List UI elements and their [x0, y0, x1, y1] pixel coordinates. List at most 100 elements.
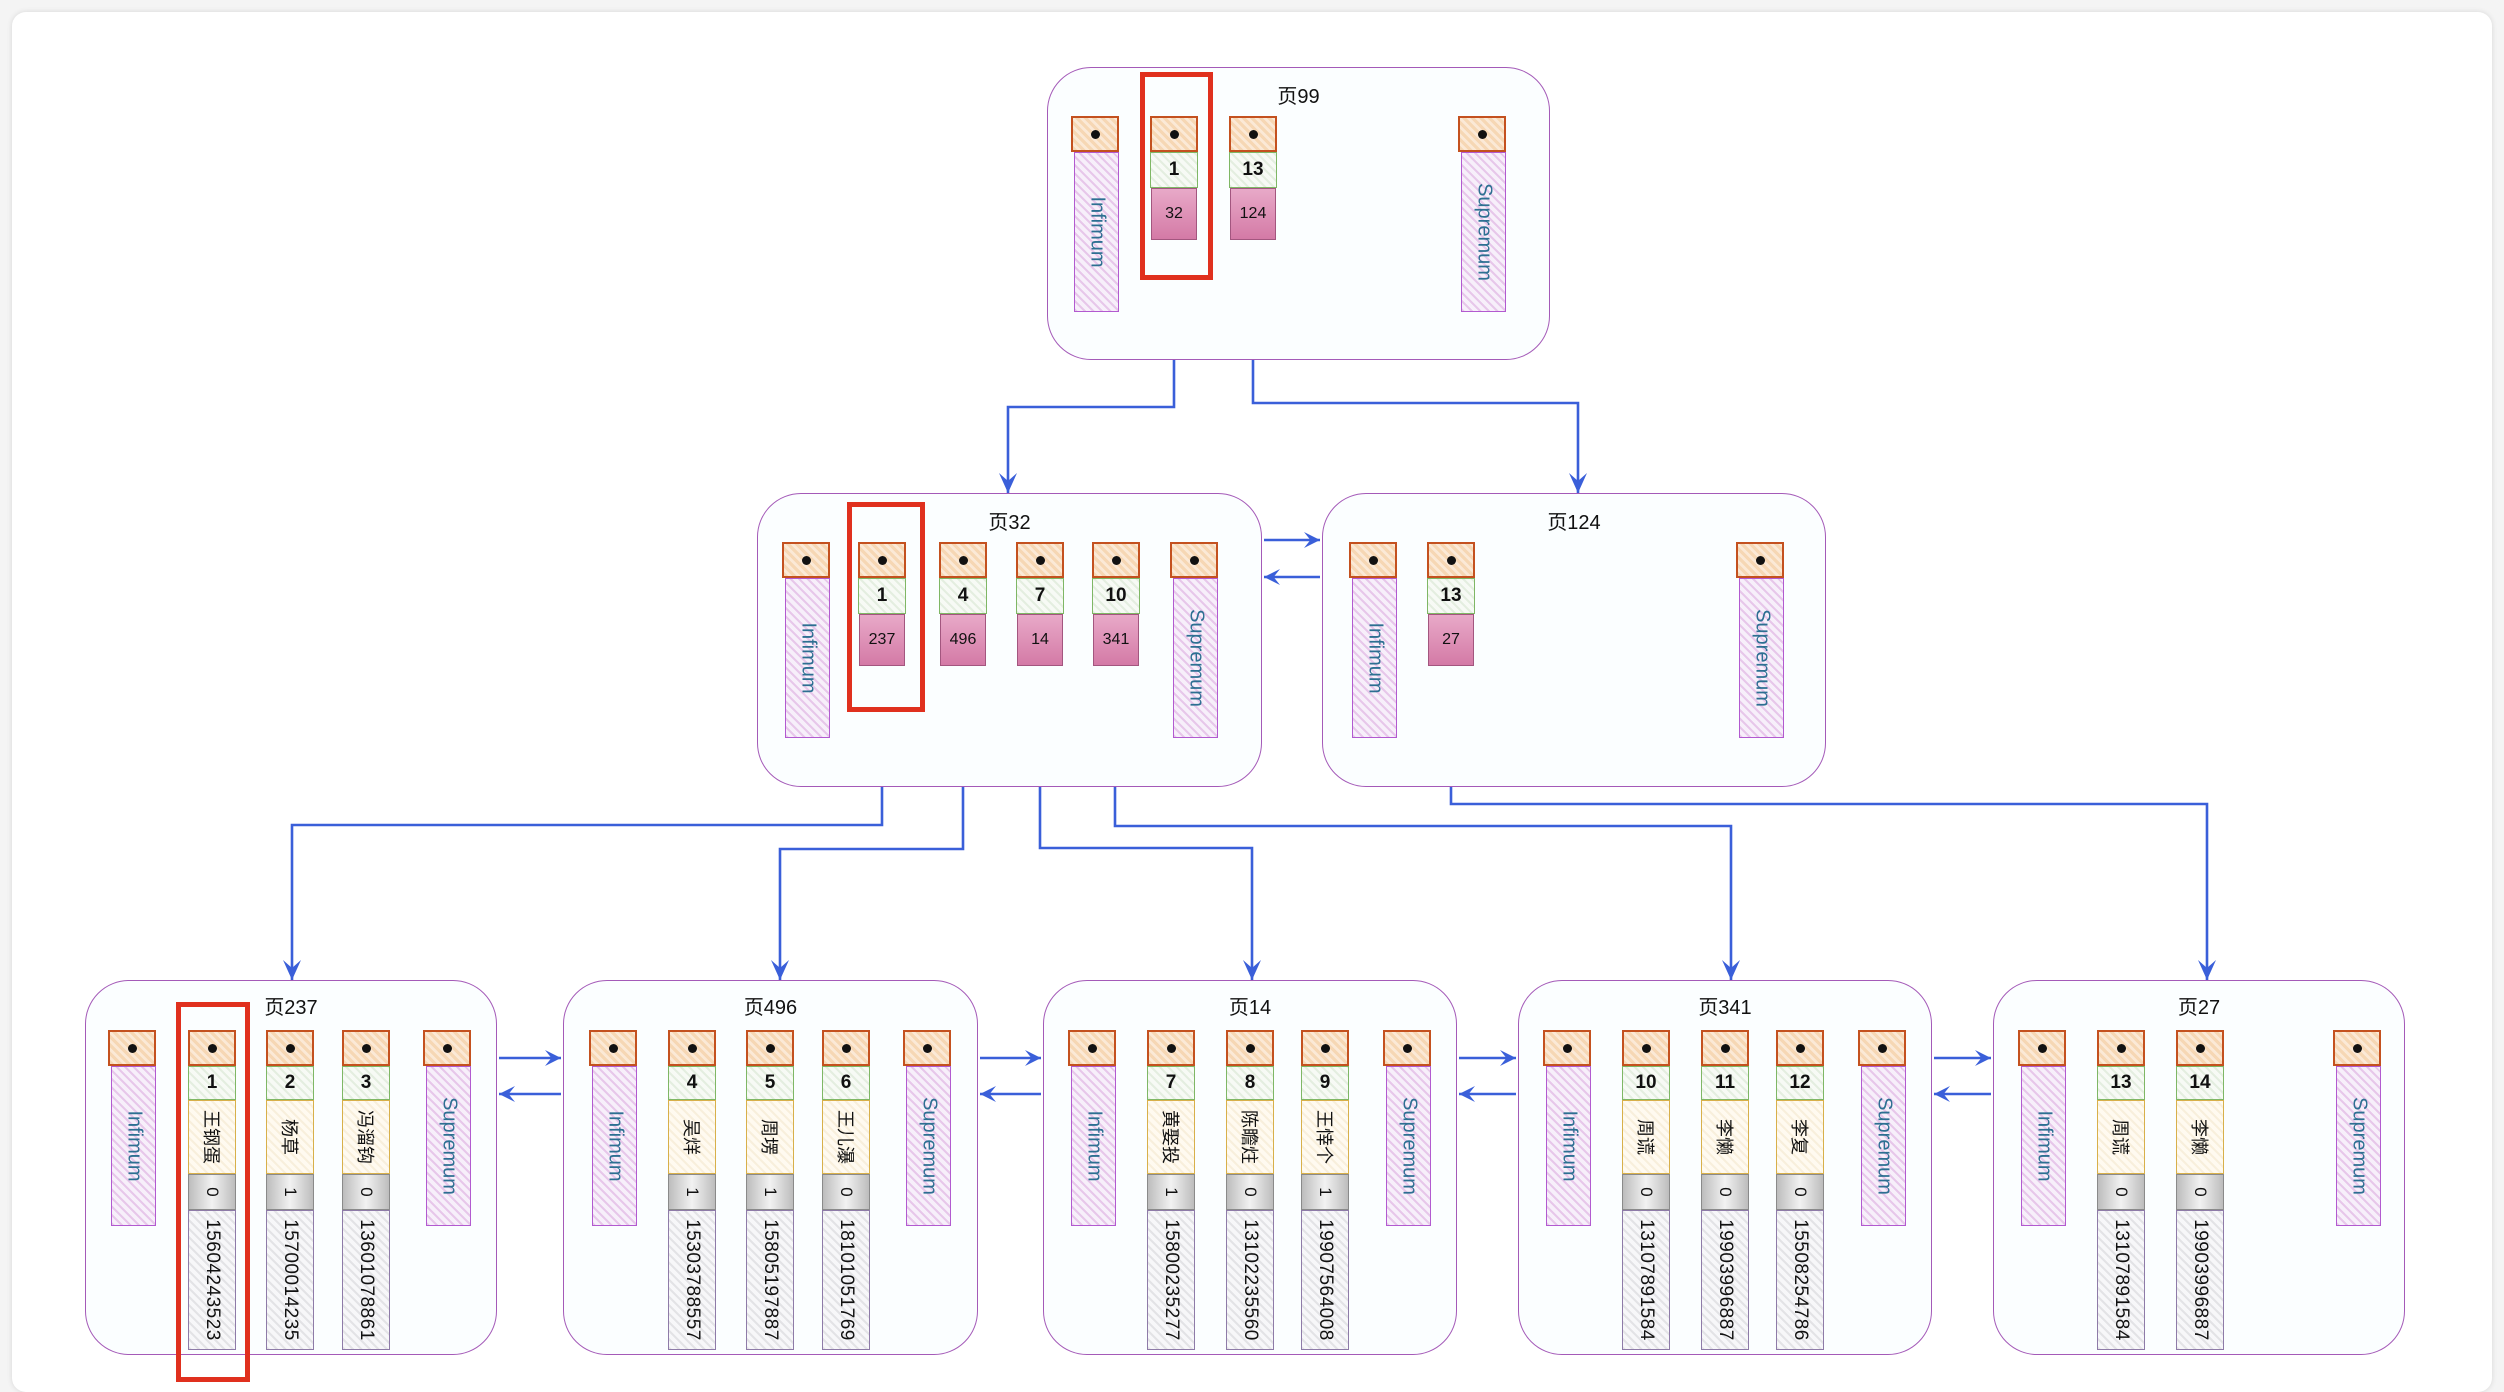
pointer-dot-icon — [1477, 129, 1487, 139]
record-key-text: 4 — [957, 585, 969, 606]
record-key: 7 — [1147, 1066, 1195, 1100]
supremum-record: Supremum — [906, 1066, 951, 1226]
record-phone: 13601078861 — [342, 1210, 390, 1350]
pointer-dot-icon — [1035, 555, 1045, 565]
child-page-number: 341 — [1102, 631, 1130, 648]
pointer-dot-icon — [2195, 1043, 2205, 1053]
record-name-text: 李懒 — [2189, 1119, 2209, 1155]
pointer-dot-icon — [765, 1043, 775, 1053]
record-key: 10 — [1092, 578, 1140, 614]
arrowhead-icon — [1934, 1086, 1950, 1102]
record-flag-text: 1 — [1316, 1187, 1335, 1197]
pointer-dot-icon — [877, 555, 887, 565]
record-key-text: 6 — [840, 1072, 852, 1093]
record-key: 8 — [1226, 1066, 1274, 1100]
record-key-text: 2 — [284, 1072, 296, 1093]
pointer-dot-icon — [1245, 1043, 1255, 1053]
record-name: 王钢蛋 — [188, 1100, 236, 1174]
record-key-text: 5 — [764, 1072, 776, 1093]
pointer-dot-icon — [1248, 129, 1258, 139]
record-key-text: 8 — [1244, 1072, 1256, 1093]
record-key-text: 13 — [1440, 585, 1462, 606]
child-page-number: 14 — [1031, 631, 1049, 648]
supremum-pointer — [1383, 1030, 1431, 1066]
page-title: 页124 — [1323, 506, 1825, 535]
child-page-number: 124 — [1239, 205, 1267, 222]
record-pointer — [668, 1030, 716, 1066]
record-phone: 15303788557 — [668, 1210, 716, 1350]
pointer-dot-icon — [608, 1043, 618, 1053]
record-key: 11 — [1701, 1066, 1749, 1100]
record-pointer — [1150, 116, 1198, 152]
record-key-text: 7 — [1034, 585, 1046, 606]
record-pointer — [1092, 542, 1140, 578]
record-pointer — [858, 542, 906, 578]
record-pointer — [2097, 1030, 2145, 1066]
record-key-text: 9 — [1319, 1072, 1331, 1093]
pointer-dot-icon — [687, 1043, 697, 1053]
pointer-dot-icon — [1090, 129, 1100, 139]
record-delete-flag: 1 — [668, 1174, 716, 1210]
page-title-text: 页27 — [2177, 997, 2221, 1019]
record-pointer — [746, 1030, 794, 1066]
infimum-label: Infimum — [604, 1110, 626, 1182]
infimum-label: Infimum — [1558, 1110, 1580, 1182]
pointer-dot-icon — [1320, 1043, 1330, 1053]
pointer-dot-icon — [1720, 1043, 1730, 1053]
pointer-dot-icon — [207, 1043, 217, 1053]
pointer-dot-icon — [2116, 1043, 2126, 1053]
supremum-label: Supremum — [918, 1097, 940, 1195]
supremum-label: Supremum — [1398, 1097, 1420, 1195]
record-flag-text: 0 — [2112, 1187, 2131, 1197]
supremum-label: Supremum — [2348, 1097, 2370, 1195]
infimum-record: Infimum — [1071, 1066, 1116, 1226]
record-key-text: 13 — [1242, 159, 1264, 180]
record-delete-flag: 0 — [188, 1174, 236, 1210]
record-key: 12 — [1776, 1066, 1824, 1100]
pointer-dot-icon — [1166, 1043, 1176, 1053]
arrowhead-icon — [1975, 1050, 1991, 1066]
supremum-record: Supremum — [1173, 578, 1218, 738]
page-title: 页32 — [758, 506, 1261, 535]
arrowhead-icon — [2198, 960, 2216, 980]
arrowhead-icon — [1569, 473, 1587, 493]
pointer-dot-icon — [2037, 1043, 2047, 1053]
record-phone: 19903996887 — [2176, 1210, 2224, 1350]
page-title-text: 页14 — [1228, 997, 1272, 1019]
record-delete-flag: 0 — [2097, 1174, 2145, 1210]
infimum-pointer — [589, 1030, 637, 1066]
record-name: 吴烊 — [668, 1100, 716, 1174]
supremum-label: Supremum — [438, 1097, 460, 1195]
pointer-dot-icon — [2352, 1043, 2362, 1053]
child-page-pointer: 341 — [1093, 614, 1139, 666]
record-phone: 15604243523 — [188, 1210, 236, 1350]
supremum-record: Supremum — [426, 1066, 471, 1226]
pointer-dot-icon — [1755, 555, 1765, 565]
record-flag-text: 1 — [761, 1187, 780, 1197]
record-name-text: 黄娶投 — [1160, 1110, 1180, 1164]
supremum-pointer — [1458, 116, 1506, 152]
arrowhead-icon — [545, 1050, 561, 1066]
record-key: 9 — [1301, 1066, 1349, 1100]
record-phone: 18101051769 — [822, 1210, 870, 1350]
page-title: 页496 — [564, 991, 977, 1020]
record-key: 10 — [1622, 1066, 1670, 1100]
record-phone-text: 15508254786 — [1790, 1219, 1811, 1341]
infimum-label: Infimum — [797, 622, 819, 694]
record-name: 周谎 — [2097, 1100, 2145, 1174]
arrowhead-icon — [1243, 960, 1261, 980]
child-page-pointer: 496 — [940, 614, 986, 666]
record-pointer — [266, 1030, 314, 1066]
record-phone: 15700014235 — [266, 1210, 314, 1350]
record-delete-flag: 0 — [1226, 1174, 1274, 1210]
record-pointer — [342, 1030, 390, 1066]
record-delete-flag: 0 — [1776, 1174, 1824, 1210]
record-flag-text: 1 — [683, 1187, 702, 1197]
child-page-pointer: 124 — [1230, 188, 1276, 240]
record-key-text: 4 — [686, 1072, 698, 1093]
record-name: 黄娶投 — [1147, 1100, 1195, 1174]
arrowhead-icon — [1722, 960, 1740, 980]
page-title-text: 页124 — [1547, 512, 1601, 534]
record-key-text: 12 — [1789, 1072, 1811, 1093]
record-phone-text: 13107891584 — [2111, 1219, 2132, 1341]
